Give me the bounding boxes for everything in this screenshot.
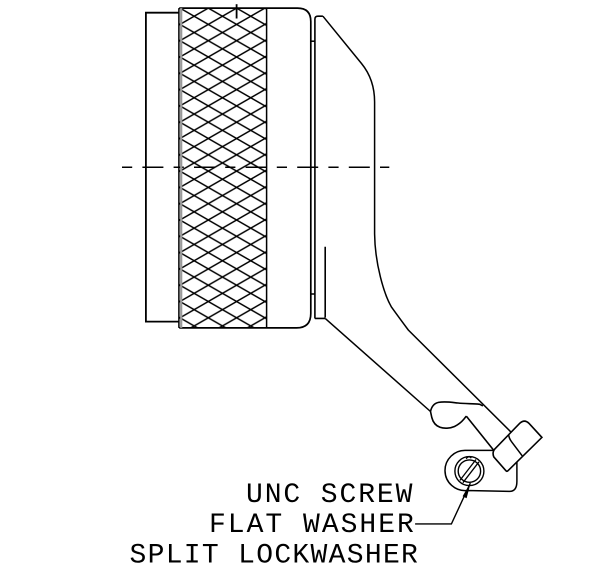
svg-text:UNC SCREW: UNC SCREW bbox=[246, 480, 414, 511]
svg-text:FLAT WASHER: FLAT WASHER bbox=[209, 510, 416, 541]
svg-text:SPLIT LOCKWASHER: SPLIT LOCKWASHER bbox=[130, 540, 420, 571]
